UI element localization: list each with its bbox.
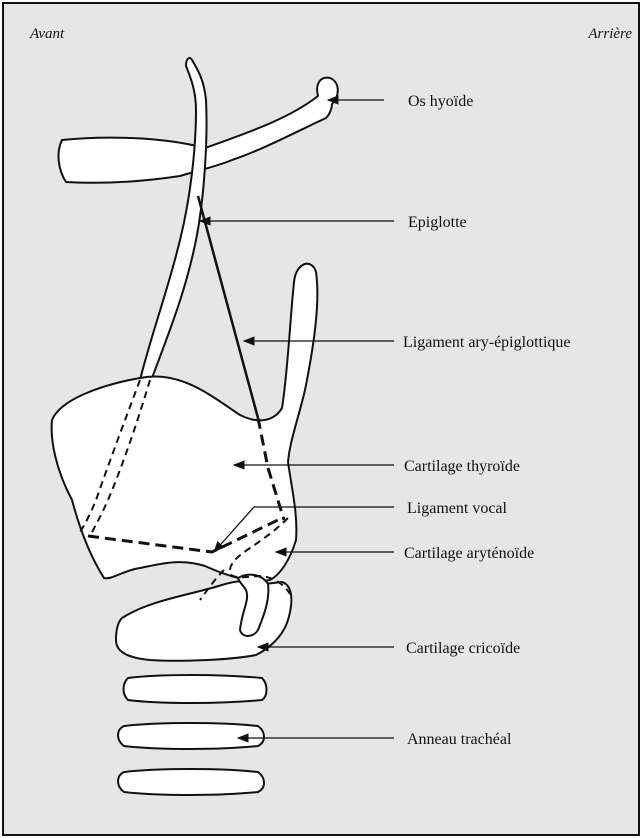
label-anneau-tracheal: Anneau trachéal: [407, 731, 512, 748]
label-epiglotte: Epiglotte: [408, 214, 467, 231]
thyroid-cartilage: [52, 264, 318, 581]
label-ligament-vocal: Ligament vocal: [407, 500, 508, 517]
label-cartilage-cricoide: Cartilage cricoïde: [406, 640, 520, 657]
tracheal-ring-2: [118, 723, 264, 749]
aryepiglottic-ligament-visible: [198, 196, 258, 418]
tracheal-ring-3: [118, 769, 264, 795]
epiglottis: [140, 58, 207, 380]
label-cartilage-arytenoide: Cartilage aryténoïde: [404, 545, 534, 562]
tracheal-ring-1: [124, 675, 267, 703]
label-os-hyoide: Os hyoïde: [408, 93, 473, 110]
label-cartilage-thyroide: Cartilage thyroïde: [404, 458, 520, 475]
orientation-front: Avant: [29, 26, 65, 42]
label-ligament-ary-epiglottique: Ligament ary-épiglottique: [403, 334, 571, 351]
orientation-back: Arrière: [587, 26, 632, 42]
